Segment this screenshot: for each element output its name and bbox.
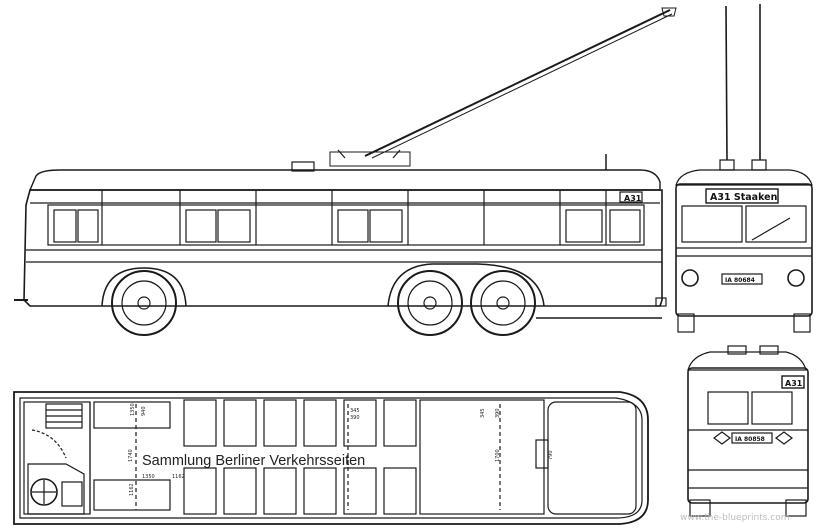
dimension-label: 390: [350, 415, 360, 421]
plan-outline: [13, 391, 649, 525]
front-body: [675, 183, 813, 317]
dimension-label: 390: [495, 408, 501, 418]
trolley-pole: [291, 7, 677, 172]
rear-wheel-2: [470, 270, 536, 336]
dimension-label: 940: [141, 406, 147, 416]
dimension-label: 1740: [128, 449, 134, 462]
rear-window-left: [707, 391, 749, 425]
front-view: A31 Staaken IA 80684: [675, 4, 813, 333]
rear-roof: [687, 351, 807, 371]
side-route-sign: [619, 191, 643, 203]
trolley-poles-front: [719, 4, 767, 171]
rear-platform: [419, 399, 545, 515]
watermark-text: Sammlung Berliner Verkehrsseiten: [142, 453, 365, 469]
headlight-left: [681, 269, 699, 287]
plan-dimensions: 1350 940 1162 1740 345 390 345 390 1700 …: [128, 403, 554, 496]
rear-plate: [731, 432, 773, 444]
dimension-label: 1162: [129, 483, 135, 496]
front-plate-text: IA 80684: [725, 277, 755, 284]
seats-top-row: [183, 399, 417, 447]
seats-bottom-row: [183, 467, 417, 515]
rear-view: A31 IA 80858: [687, 345, 809, 517]
wiper: [751, 217, 791, 241]
drivers-cab: [23, 401, 91, 515]
rear-body: [687, 367, 809, 504]
front-wheel: [111, 270, 177, 336]
plan-view: [13, 391, 649, 525]
front-destination-sign-text: A31 Staaken: [710, 192, 778, 203]
dimension-label: 790: [548, 450, 554, 460]
front-entrance: [93, 401, 171, 429]
side-route-sign-text: A31: [624, 194, 642, 203]
steering-wheel-icon: [30, 478, 58, 506]
front-windshield-left: [681, 205, 743, 243]
front-wheel-arch: [101, 267, 187, 307]
rear-light-right: [775, 431, 793, 445]
bus-roof: [28, 169, 661, 191]
front-roof: [675, 169, 813, 186]
rear-wheel-1: [397, 270, 463, 336]
bus-body: [23, 189, 663, 307]
rear-route-sign: [781, 375, 805, 389]
rear-wheel-arch: [387, 263, 545, 307]
window-band: [47, 204, 645, 246]
credit-text: www.the-blueprints.com: [680, 513, 790, 523]
dimension-label: 345: [480, 408, 486, 418]
rear-route-sign-text: A31: [785, 379, 803, 388]
dimension-label: 1350: [142, 474, 155, 480]
front-destination-sign: [705, 188, 779, 204]
dimension-label: 345: [350, 408, 360, 414]
front-windshield-right: [745, 205, 807, 243]
front-plate: [721, 273, 763, 285]
headlight-right: [787, 269, 805, 287]
side-windows: [53, 190, 641, 245]
dimension-label: 1162: [172, 474, 185, 480]
rear-light-left: [713, 431, 731, 445]
dimension-label: 1350: [130, 403, 136, 416]
dimension-label: 1700: [495, 449, 501, 462]
rear-plate-text: IA 80858: [735, 436, 765, 443]
side-view: A31: [14, 7, 677, 336]
rear-window-right: [751, 391, 793, 425]
